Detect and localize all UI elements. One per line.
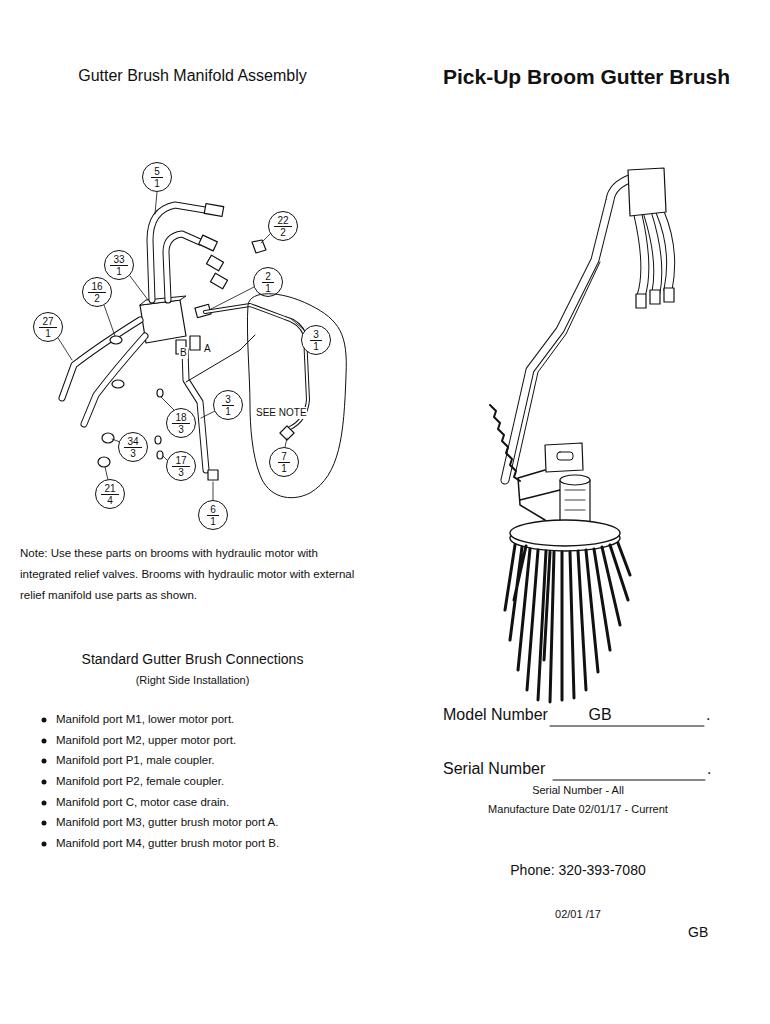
field-value: GB xyxy=(560,705,640,724)
callout-balloon: 183 xyxy=(166,408,196,438)
punctuation: . xyxy=(706,705,710,724)
callout-number: 6 xyxy=(207,504,219,516)
callout-balloon: 214 xyxy=(95,479,125,509)
connection-item: Manifold port M2, upper motor port. xyxy=(56,734,236,748)
callout-number: 7 xyxy=(278,451,290,463)
callout-quantity: 2 xyxy=(94,293,100,304)
callout-number: 17 xyxy=(172,455,189,467)
field-label: Model Number xyxy=(443,705,548,724)
callout-balloon: 31 xyxy=(301,325,331,355)
connection-item: Manifold port M3, gutter brush motor por… xyxy=(56,816,278,830)
field-label: Serial Number xyxy=(443,759,545,778)
connection-item: Manifold port M1, lower motor port. xyxy=(56,713,234,727)
callout-quantity: 1 xyxy=(45,328,51,339)
date-code: 02/01 /17 xyxy=(460,908,696,921)
callout-number: 2 xyxy=(262,271,274,283)
callout-balloon: 71 xyxy=(269,447,299,477)
callout-quantity: 1 xyxy=(210,516,216,527)
connection-item: Manifold port P1, male coupler. xyxy=(56,754,215,768)
callout-quantity: 3 xyxy=(130,448,136,459)
callout-balloon: 61 xyxy=(198,500,228,530)
phone-number: Phone: 320-393-7080 xyxy=(460,862,696,879)
page-title: Pick-Up Broom Gutter Brush xyxy=(443,64,730,89)
callout-balloon: 343 xyxy=(118,432,148,462)
info-text: Manufacture Date 02/01/17 - Current xyxy=(440,803,716,816)
connection-item: Manifold port M4, gutter brush motor por… xyxy=(56,837,279,851)
callout-balloon: 222 xyxy=(268,211,298,241)
callout-number: 33 xyxy=(110,254,127,266)
port-label: B xyxy=(179,347,188,359)
callout-number: 21 xyxy=(101,483,118,495)
port-label: A xyxy=(203,343,212,355)
callout-balloon: 31 xyxy=(213,390,243,420)
callout-quantity: 3 xyxy=(178,424,184,435)
note-reference: SEE NOTE xyxy=(256,407,307,419)
punctuation: . xyxy=(707,759,711,778)
callout-balloon: 162 xyxy=(82,277,112,307)
callout-quantity: 1 xyxy=(281,463,287,474)
callout-quantity: 1 xyxy=(225,406,231,417)
note-text: Note: Use these parts on brooms with hyd… xyxy=(20,543,368,606)
callout-number: 3 xyxy=(222,394,234,406)
connection-item: Manifold port C, motor case drain. xyxy=(56,796,229,810)
subheading: (Right Side Installation) xyxy=(40,674,345,687)
callout-balloon: 51 xyxy=(142,162,172,192)
callout-number: 16 xyxy=(88,281,105,293)
callout-balloon: 331 xyxy=(104,250,134,280)
note-region: SEE NOTE3171 xyxy=(240,285,352,503)
callout-quantity: 1 xyxy=(154,178,160,189)
callout-number: 34 xyxy=(124,436,141,448)
doc-code: GB xyxy=(688,924,708,941)
section-heading: Standard Gutter Brush Connections xyxy=(40,651,345,668)
section-heading: Gutter Brush Manifold Assembly xyxy=(40,66,345,85)
callout-number: 18 xyxy=(172,412,189,424)
callout-quantity: 1 xyxy=(313,341,319,352)
callout-quantity: 4 xyxy=(107,495,113,506)
callout-quantity: 1 xyxy=(116,266,122,277)
info-text: Serial Number - All xyxy=(460,784,696,797)
callout-quantity: 3 xyxy=(178,467,184,478)
callout-quantity: 1 xyxy=(265,283,271,294)
callout-balloon: 271 xyxy=(33,312,63,342)
callout-number: 3 xyxy=(310,329,322,341)
callout-number: 27 xyxy=(39,316,56,328)
callout-balloon: 21 xyxy=(253,267,283,297)
callout-balloon: 173 xyxy=(166,451,196,481)
callout-quantity: 2 xyxy=(280,227,286,238)
callout-number: 5 xyxy=(151,166,163,178)
callout-number: 22 xyxy=(274,215,291,227)
connection-item: Manifold port P2, female coupler. xyxy=(56,775,224,789)
